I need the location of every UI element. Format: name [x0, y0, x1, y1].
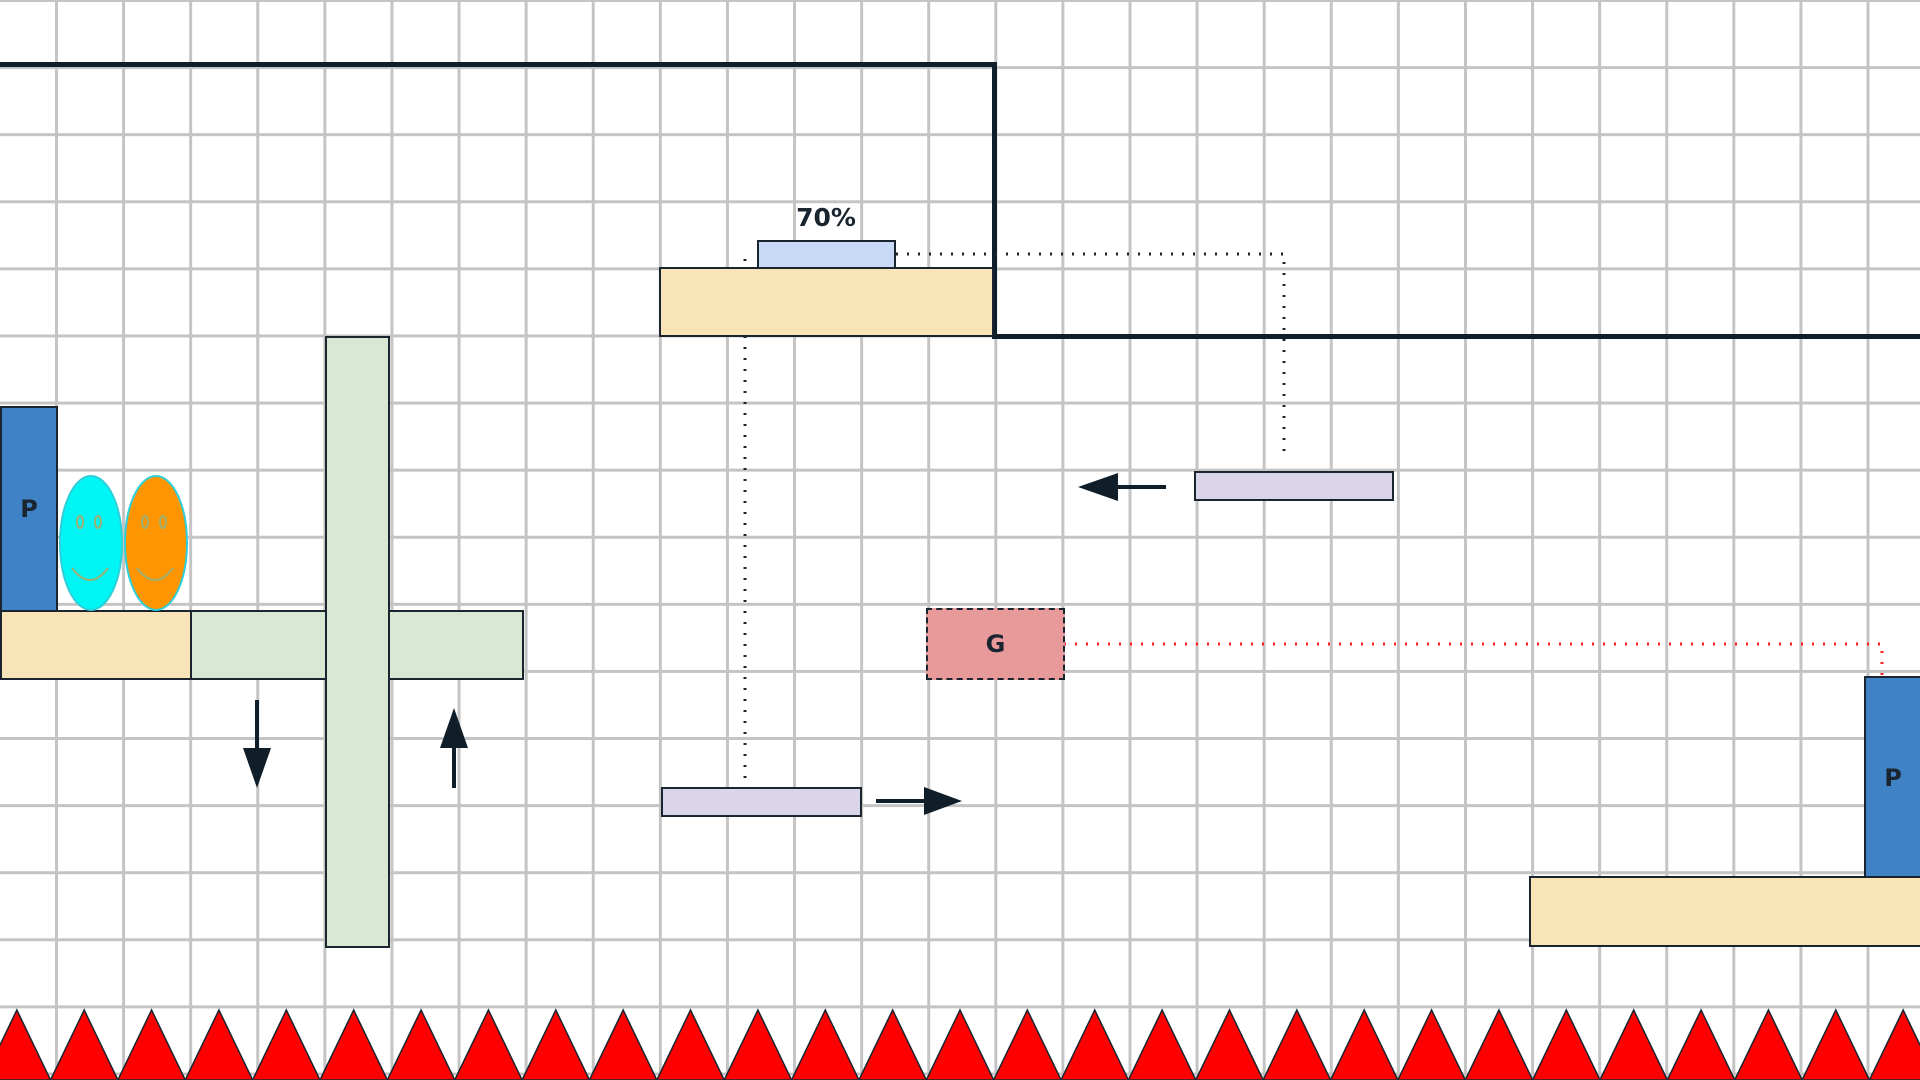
pressure-pad-label: 70% — [796, 203, 856, 232]
spike — [1733, 1008, 1803, 1080]
spike — [656, 1008, 726, 1080]
spike — [925, 1008, 995, 1080]
moving-platform-top[interactable] — [1194, 471, 1394, 501]
rotator-vertical-arm[interactable] — [325, 336, 390, 948]
start-platform — [0, 610, 193, 680]
spike — [117, 1008, 187, 1080]
upper-platform — [659, 267, 994, 337]
spike — [1262, 1008, 1332, 1080]
spike — [723, 1008, 793, 1080]
spike — [588, 1008, 658, 1080]
spike — [1599, 1008, 1669, 1080]
spike — [1464, 1008, 1534, 1080]
player-right-label: P — [1884, 763, 1902, 792]
moving-platform-bottom[interactable] — [661, 787, 862, 817]
spike — [1194, 1008, 1264, 1080]
goal-zone[interactable]: G — [926, 608, 1065, 680]
spike — [1397, 1008, 1467, 1080]
spike — [521, 1008, 591, 1080]
spike — [386, 1008, 456, 1080]
spike — [1801, 1008, 1871, 1080]
spike — [1868, 1008, 1920, 1080]
spike — [1666, 1008, 1736, 1080]
goal-label: G — [985, 630, 1006, 658]
spike — [1531, 1008, 1601, 1080]
spike — [0, 1008, 52, 1080]
spike — [1060, 1008, 1130, 1080]
top-wall — [0, 62, 997, 67]
spike — [1329, 1008, 1399, 1080]
right-wall — [997, 334, 1920, 339]
spike — [1127, 1008, 1197, 1080]
spike — [319, 1008, 389, 1080]
orange-smiley-creature-icon[interactable] — [123, 474, 189, 612]
player-right[interactable]: P — [1864, 676, 1920, 879]
player-left-label: P — [20, 495, 38, 523]
arrow-right-icon — [876, 787, 962, 815]
cyan-smiley-creature-icon[interactable] — [58, 474, 124, 612]
spike — [858, 1008, 928, 1080]
player-left[interactable]: P — [0, 406, 58, 612]
spike — [184, 1008, 254, 1080]
pressure-pad[interactable] — [757, 240, 896, 269]
end-platform — [1529, 876, 1920, 947]
arrow-up-icon — [440, 708, 468, 788]
spike — [790, 1008, 860, 1080]
spike — [992, 1008, 1062, 1080]
spike — [49, 1008, 119, 1080]
spike — [453, 1008, 523, 1080]
vertical-wall — [992, 62, 997, 339]
arrow-left-icon — [1078, 473, 1166, 501]
spike — [251, 1008, 321, 1080]
arrow-down-icon — [243, 700, 271, 788]
